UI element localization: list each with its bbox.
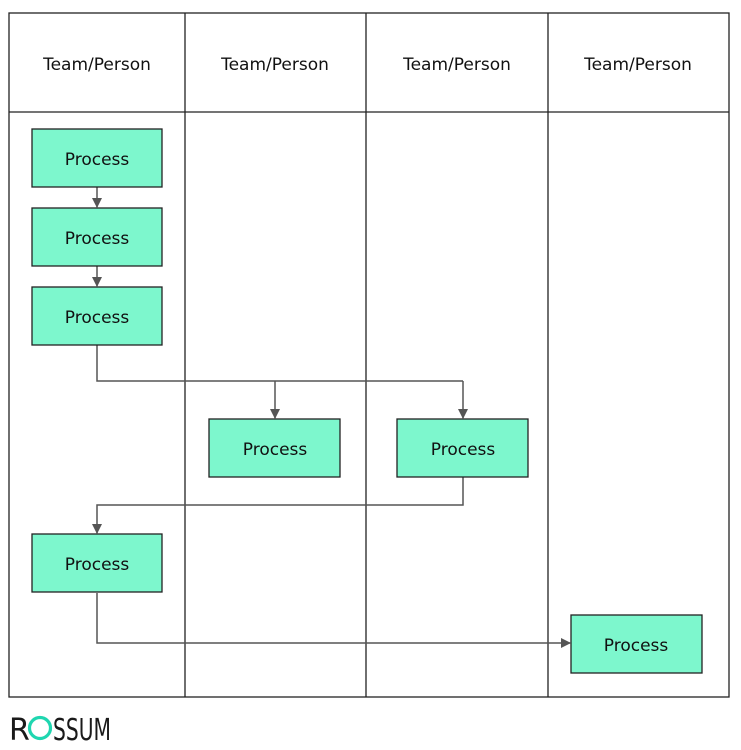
process-label: Process — [65, 555, 130, 575]
process-label: Process — [65, 229, 130, 249]
logo-ring-icon — [27, 715, 53, 741]
connector-arrow — [96, 593, 571, 648]
process-label: Process — [431, 440, 496, 460]
process-box: Process — [396, 418, 529, 478]
process-box: Process — [31, 533, 163, 593]
process-box: Process — [570, 614, 703, 674]
lane-header-4: Team/Person — [583, 55, 692, 75]
process-box: Process — [31, 286, 163, 346]
process-label: Process — [65, 308, 130, 328]
logo-letters-ssum: SSUM — [53, 713, 111, 748]
lane-header-3: Team/Person — [402, 55, 511, 75]
swimlane-grid — [8, 12, 730, 698]
process-label: Process — [243, 440, 308, 460]
process-label: Process — [65, 150, 130, 170]
process-box: Process — [31, 128, 163, 188]
connectors — [92, 187, 571, 648]
lane-header-2: Team/Person — [220, 55, 329, 75]
process-box: Process — [208, 418, 341, 478]
process-box: Process — [31, 207, 163, 267]
connector-line — [96, 345, 463, 382]
logo-letter-r: R — [9, 713, 30, 748]
rossum-logo: R SSUM — [9, 713, 111, 748]
connector-arrow — [92, 476, 464, 534]
lane-header-1: Team/Person — [42, 55, 151, 75]
diagram-frame — [8, 12, 730, 698]
process-label: Process — [604, 636, 669, 656]
lane-headers: Team/Person Team/Person Team/Person Team… — [42, 55, 692, 75]
process-boxes: Process Process Process Process Process … — [31, 128, 703, 674]
